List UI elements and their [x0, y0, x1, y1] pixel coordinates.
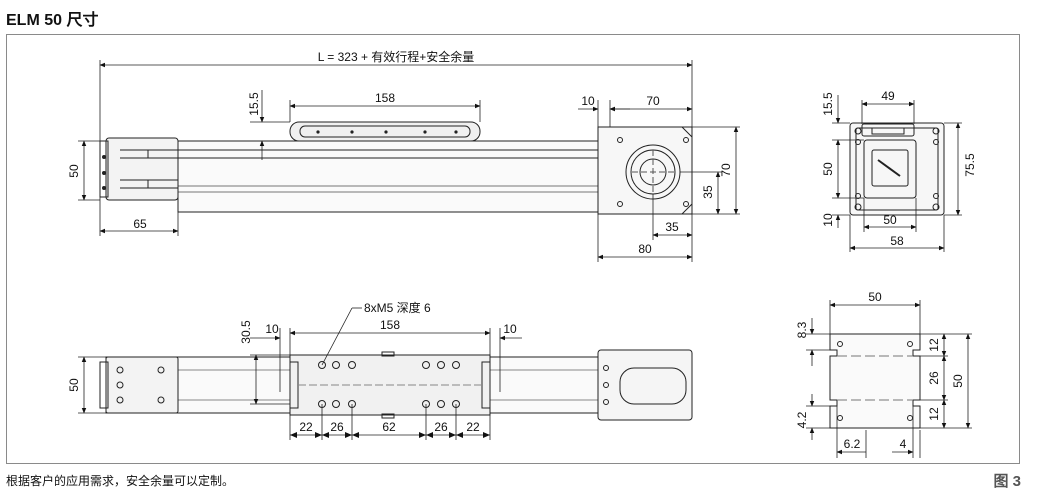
dim-bottom-158: 158: [380, 318, 400, 332]
profile-section: [829, 333, 921, 429]
dim-4: 4: [900, 437, 907, 451]
dim-carriage-158: 158: [375, 91, 395, 105]
dim-15-5: 15.5: [247, 92, 261, 116]
dim-end-15-5: 15.5: [821, 92, 835, 116]
dim-12-top: 12: [927, 338, 941, 352]
dim-section-50-right: 50: [951, 374, 965, 388]
callout-thread-holes: 8xM5 深度 6: [364, 300, 431, 315]
dim-section-50-top: 50: [868, 290, 882, 304]
footnote: 根据客户的应用需求，安全余量可以定制。: [6, 474, 235, 488]
dim-22-right: 22: [466, 420, 480, 434]
dim-bottom-10-right: 10: [503, 322, 517, 336]
dim-end-50-horizontal: 50: [883, 213, 897, 227]
dim-35-horizontal: 35: [665, 220, 679, 234]
dim-4-2: 4.2: [795, 411, 809, 428]
dim-35-vertical: 35: [701, 185, 715, 199]
end-view: [849, 122, 945, 216]
dim-end-50-vertical: 50: [821, 162, 835, 176]
dim-65: 65: [133, 217, 147, 231]
dim-end-10: 10: [821, 213, 835, 227]
dim-length-formula: L = 323 + 有效行程+安全余量: [318, 49, 475, 64]
dim-30-5: 30.5: [239, 320, 253, 344]
dim-6-2: 6.2: [844, 437, 861, 451]
dim-75-5: 75.5: [963, 153, 977, 177]
dim-26: 26: [927, 371, 941, 385]
dim-70-horizontal: 70: [646, 94, 660, 108]
plan-view: [99, 349, 693, 421]
dim-8-3: 8.3: [795, 321, 809, 338]
dim-58: 58: [890, 234, 904, 248]
drawing-frame: [6, 34, 1020, 464]
figure-label: 图 3: [993, 473, 1021, 490]
page-title: ELM 50 尺寸: [6, 12, 99, 29]
dim-26-left: 26: [330, 420, 344, 434]
dim-70-vertical: 70: [719, 163, 733, 177]
dim-26-right: 26: [434, 420, 448, 434]
dim-49: 49: [881, 89, 895, 103]
dim-80: 80: [638, 242, 652, 256]
dim-10: 10: [581, 94, 595, 108]
dim-bottom-50: 50: [67, 378, 81, 392]
side-view: [99, 121, 693, 215]
dim-bottom-10-left: 10: [265, 322, 279, 336]
dim-62: 62: [382, 420, 396, 434]
dim-22-left: 22: [299, 420, 313, 434]
dim-height-50: 50: [67, 164, 81, 178]
dim-12-bottom: 12: [927, 407, 941, 421]
